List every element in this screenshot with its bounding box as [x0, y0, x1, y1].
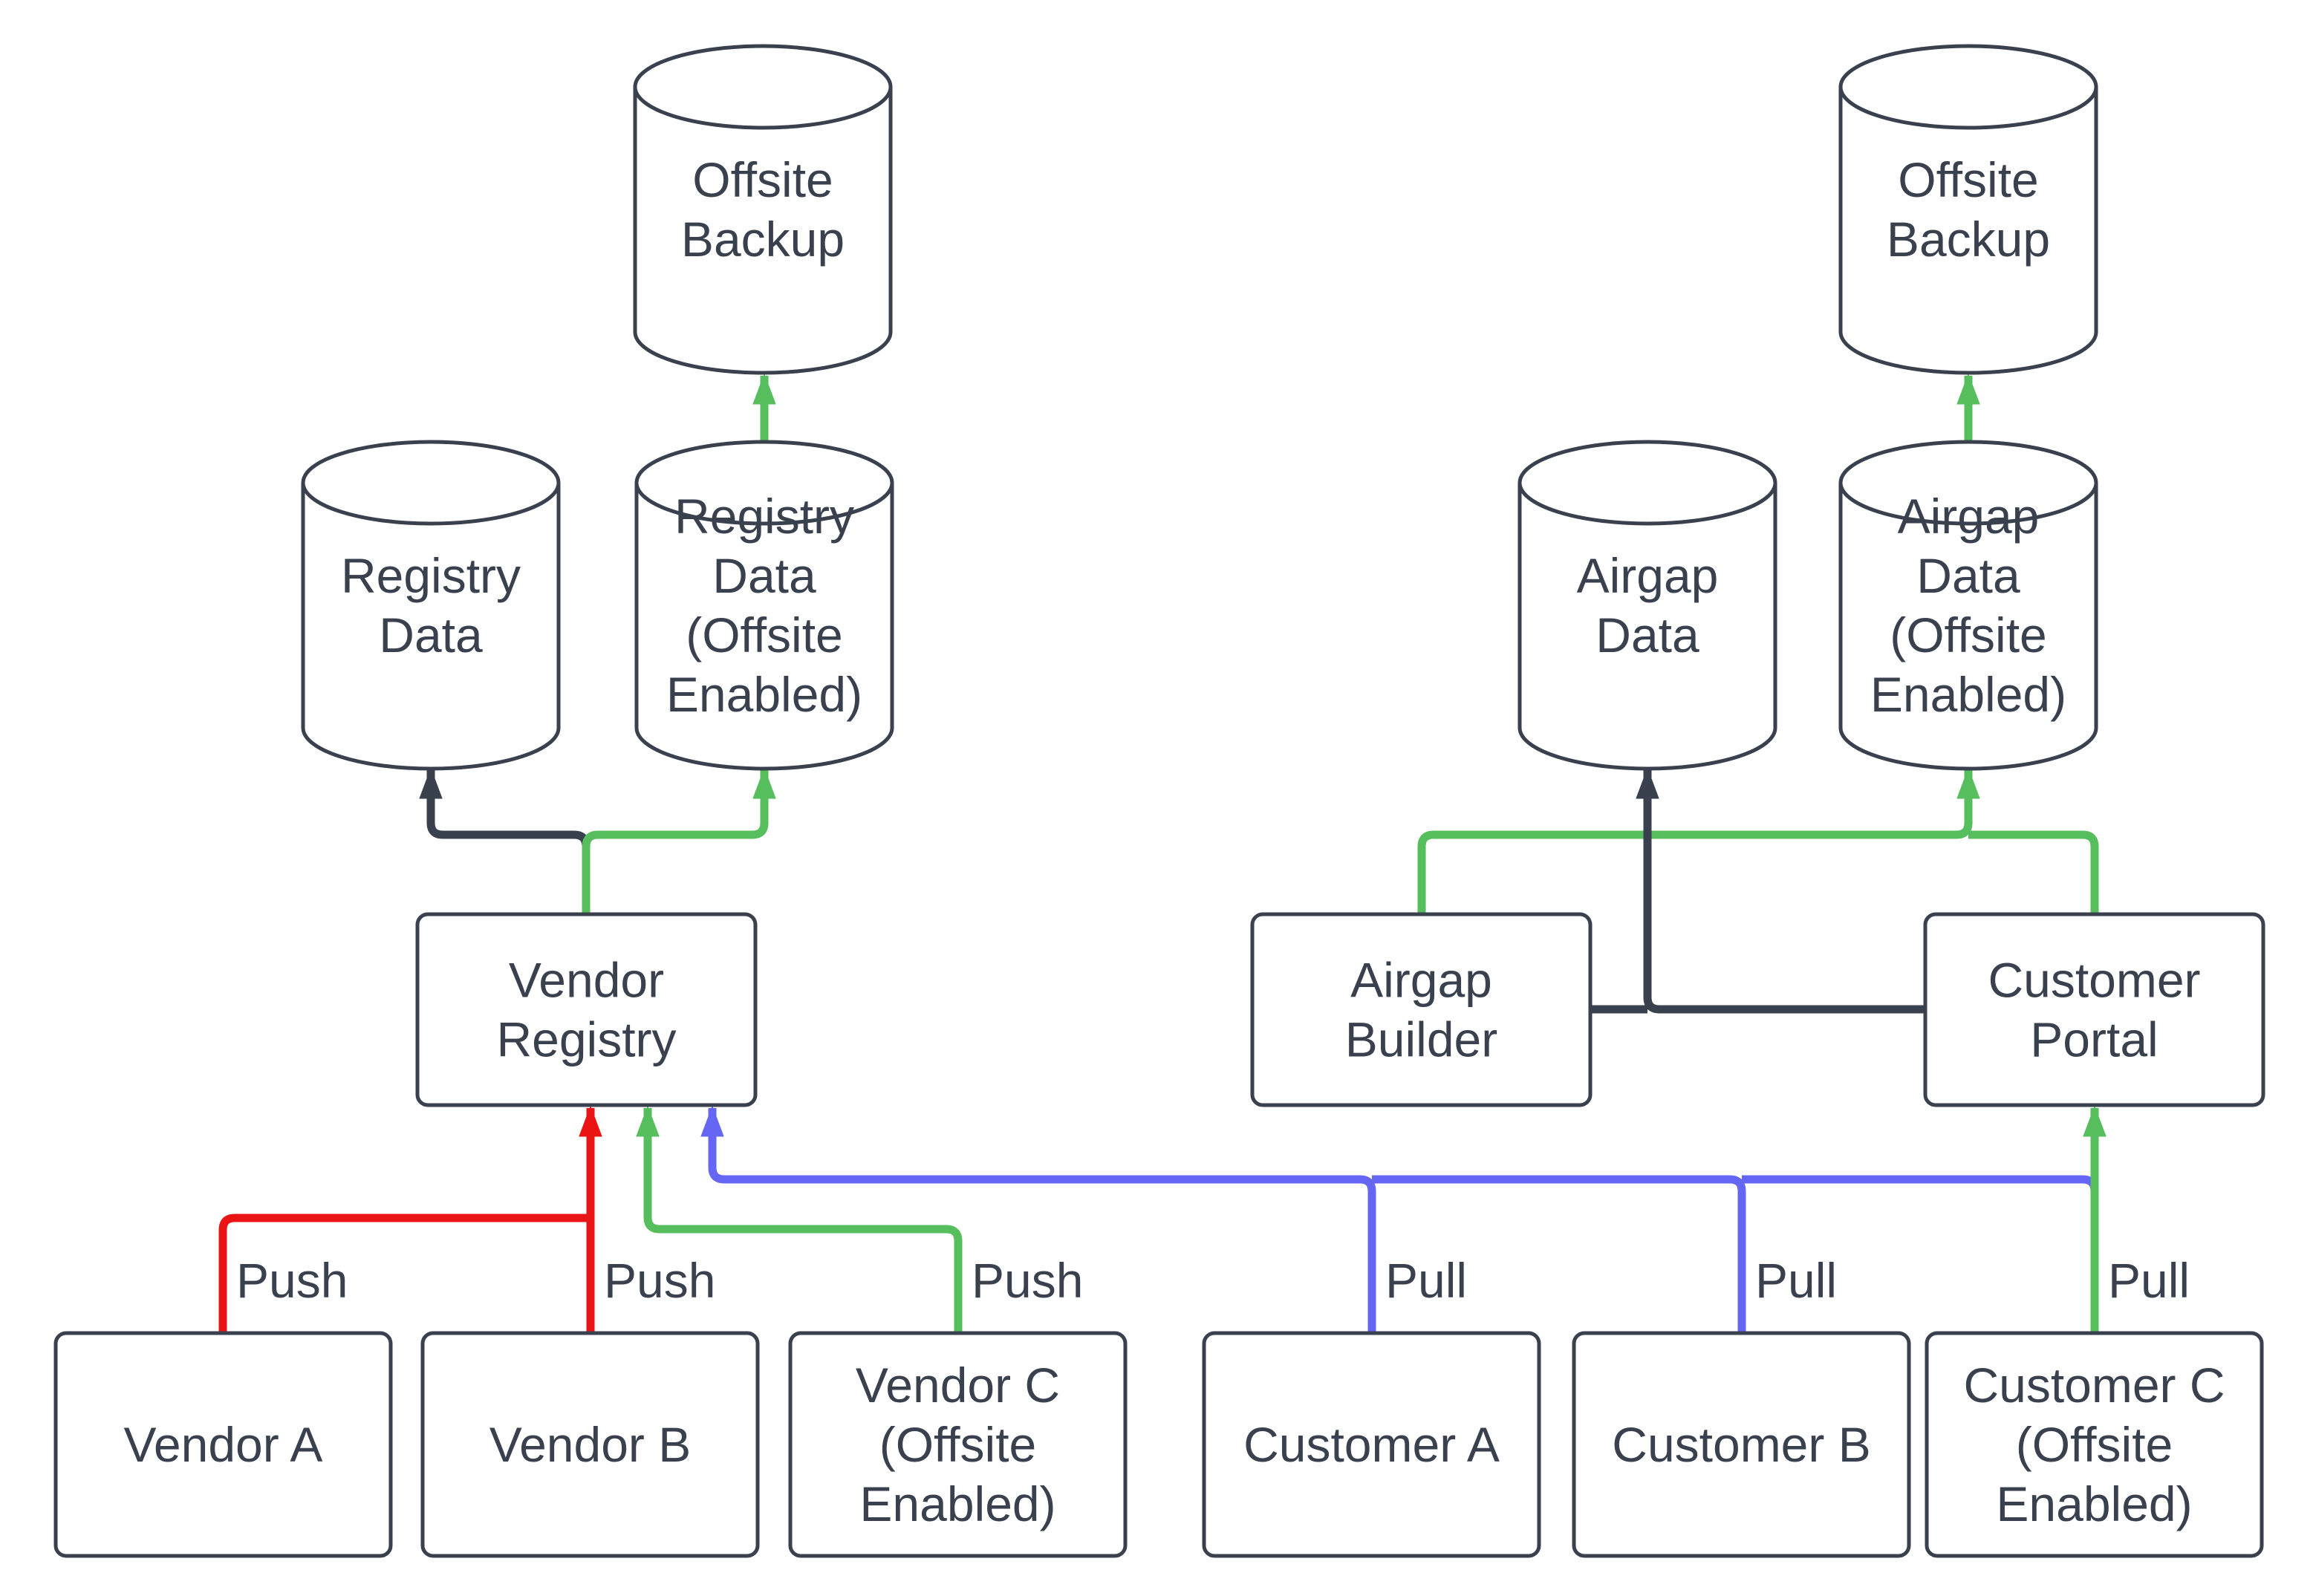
cylinder-top-ellipse [1838, 440, 2098, 526]
cylinder-body-fill [637, 442, 892, 769]
cylinder-body-fill [1841, 46, 2096, 373]
cylinder-top-ellipse [1838, 44, 2098, 130]
cylinder-body-fill [1520, 442, 1775, 769]
edge-customer-portal-to-airgap-data-offsite [1968, 830, 2099, 914]
node-label-vendor-b: Vendor B [489, 1417, 692, 1472]
edge-vendor-a-push [218, 1214, 591, 1333]
cylinder-body-stroke [633, 87, 893, 375]
box-rect [415, 912, 758, 1107]
edge-label-pull-customer-c: Pull [2108, 1253, 2190, 1308]
node-label-vendor-a: Vendor A [124, 1417, 323, 1472]
edge-label-push-vendor-b: Push [604, 1253, 715, 1308]
box-rect [1202, 1331, 1541, 1558]
edge-airgap-builder-to-airgap-data-offsite [1417, 767, 1980, 914]
edge-label-push-vendor-c: Push [972, 1253, 1083, 1308]
node-label-customer-a: Customer A [1243, 1417, 1500, 1472]
box-rect [788, 1331, 1128, 1558]
cylinder-top-ellipse [634, 440, 894, 526]
box-rect [53, 1331, 393, 1558]
box-rect [1925, 1331, 2264, 1558]
edge-customer-portal-to-airgap-data [1636, 767, 1925, 1014]
cylinder-body-fill [1841, 442, 2096, 769]
node-vendor-b: Vendor B [420, 1331, 760, 1558]
edge-vendor-registry-to-registry-data-offsite [582, 767, 776, 914]
cylinder-top-ellipse [301, 440, 561, 526]
edge-vendor-c-push [636, 1105, 963, 1333]
edge-label-layer: Push Push Push Pull Pull Pull [236, 1253, 2190, 1308]
edge-label-pull-customer-b: Pull [1755, 1253, 1837, 1308]
cylinder-body-fill [303, 442, 559, 769]
cylinder-body-stroke [301, 483, 561, 771]
cylinder-body-stroke [1838, 87, 2098, 375]
node-vendor-a: Vendor A [53, 1331, 393, 1558]
box-rect [1572, 1331, 1911, 1558]
node-customer-a: Customer A [1202, 1331, 1541, 1558]
edge-label-push-vendor-a: Push [236, 1253, 348, 1308]
cylinder-body-stroke [1517, 483, 1777, 771]
box-rect [420, 1331, 760, 1558]
cylinder-body-stroke [1838, 483, 2098, 771]
node-label-customer-b: Customer B [1612, 1417, 1870, 1472]
box-rect [1250, 912, 1593, 1107]
edge-customer-a-pull [700, 1105, 1376, 1333]
edge-customer-b-pull [1372, 1175, 1746, 1333]
cylinder-top-ellipse [633, 44, 893, 130]
edge-label-pull-customer-a: Pull [1385, 1253, 1467, 1308]
box-rect [1923, 912, 2265, 1107]
edge-layer [218, 373, 2107, 1333]
cylinder-body-fill [635, 46, 891, 373]
cylinder-body-stroke [634, 483, 894, 771]
node-customer-b: Customer B [1572, 1331, 1911, 1558]
cylinder-top-ellipse [1517, 440, 1777, 526]
edge-vendor-registry-to-registry-data [419, 767, 591, 914]
